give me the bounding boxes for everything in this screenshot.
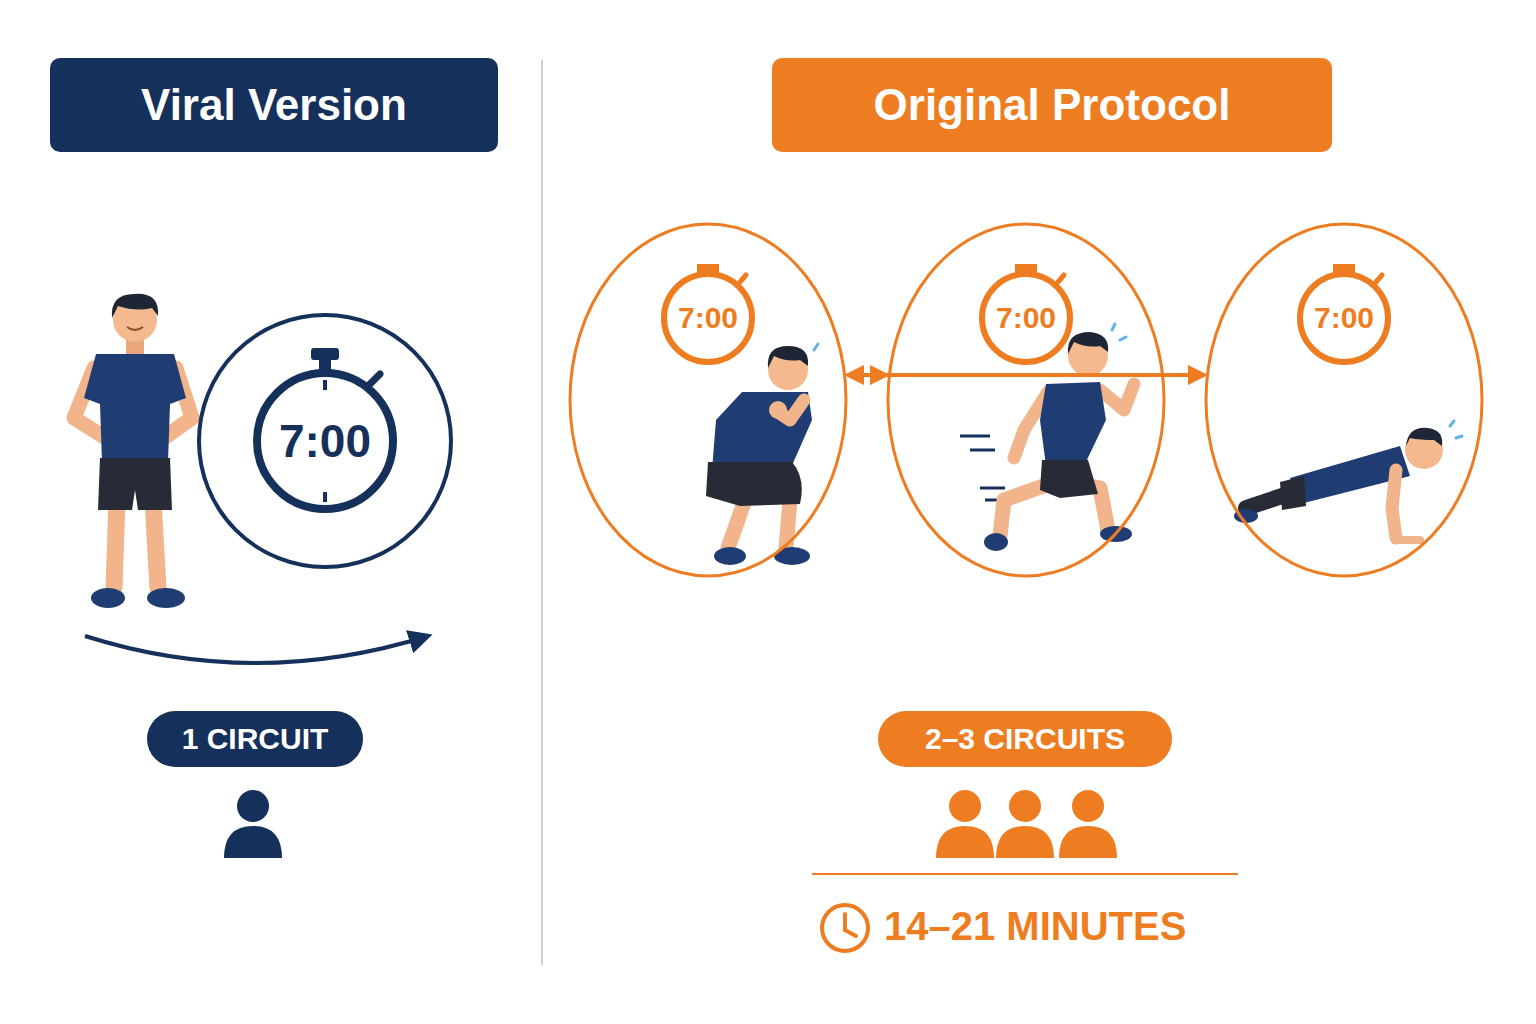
panel-header: Original Protocol [772, 58, 1332, 152]
stopwatch-icon [257, 348, 393, 509]
timer-text: 7:00 [1314, 301, 1374, 335]
panel-header: Viral Version [50, 58, 498, 152]
timer-circle: 7:00 [197, 313, 453, 569]
flow-arrow [848, 373, 1204, 377]
separator-line [812, 873, 1238, 875]
runner-figure [960, 324, 1134, 551]
outline-shape [570, 224, 846, 576]
header-text: Original Protocol [874, 80, 1231, 130]
exercise-station: 7:00 [568, 222, 848, 578]
divider-line [541, 60, 543, 965]
ellipse-outline [886, 222, 1166, 578]
flow-arrow [85, 636, 428, 663]
stopwatch-icon [1300, 264, 1388, 362]
header-text: Viral Version [141, 80, 407, 130]
pill-text: 2–3 CIRCUITS [925, 722, 1125, 756]
exercise-station: 7:00 [1204, 222, 1484, 578]
timer-text: 7:00 [279, 414, 371, 468]
stopwatch-icon [982, 264, 1070, 362]
pushup-figure [1234, 421, 1462, 540]
timer-text: 7:00 [678, 301, 738, 335]
ellipse-outline [568, 222, 848, 578]
exercise-station: 7:00 [886, 222, 1166, 578]
group-icon [936, 790, 1117, 858]
clock-icon [822, 905, 868, 951]
timer-text: 7:00 [996, 301, 1056, 335]
stopwatch-icon [664, 264, 752, 362]
outline-shape [199, 315, 451, 567]
duration-label: 14–21 MINUTES [884, 904, 1186, 949]
circuit-pill: 2–3 CIRCUITS [878, 711, 1172, 767]
ellipse-outline [1204, 222, 1484, 578]
outline-shape [888, 224, 1164, 576]
standing-person [74, 294, 192, 608]
person-icon [224, 790, 282, 858]
pill-text: 1 CIRCUIT [182, 722, 329, 756]
circuit-pill: 1 CIRCUIT [147, 711, 363, 767]
outline-shape [1206, 224, 1482, 576]
